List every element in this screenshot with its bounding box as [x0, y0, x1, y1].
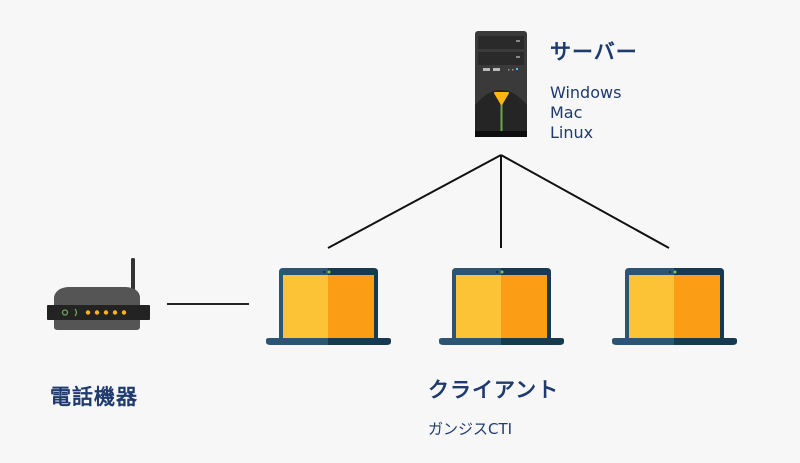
router-icon: [47, 258, 150, 330]
laptop-icon-1: [266, 268, 391, 345]
link-server-client3: [500, 154, 670, 249]
client-title: クライアント: [428, 378, 560, 402]
laptop-icon-3: [612, 268, 737, 345]
client-subtitle: ガンジスCTI: [428, 420, 513, 438]
os-windows: Windows: [550, 83, 622, 102]
phone-title: 電話機器: [50, 385, 138, 409]
server-title: サーバー: [550, 40, 638, 64]
server-os-list: Windows Mac Linux: [550, 83, 621, 143]
link-server-client1: [327, 154, 502, 249]
server-icon: [475, 31, 527, 137]
laptop-icon-2: [439, 268, 564, 345]
os-mac: Mac: [550, 103, 583, 122]
os-linux: Linux: [550, 123, 594, 142]
